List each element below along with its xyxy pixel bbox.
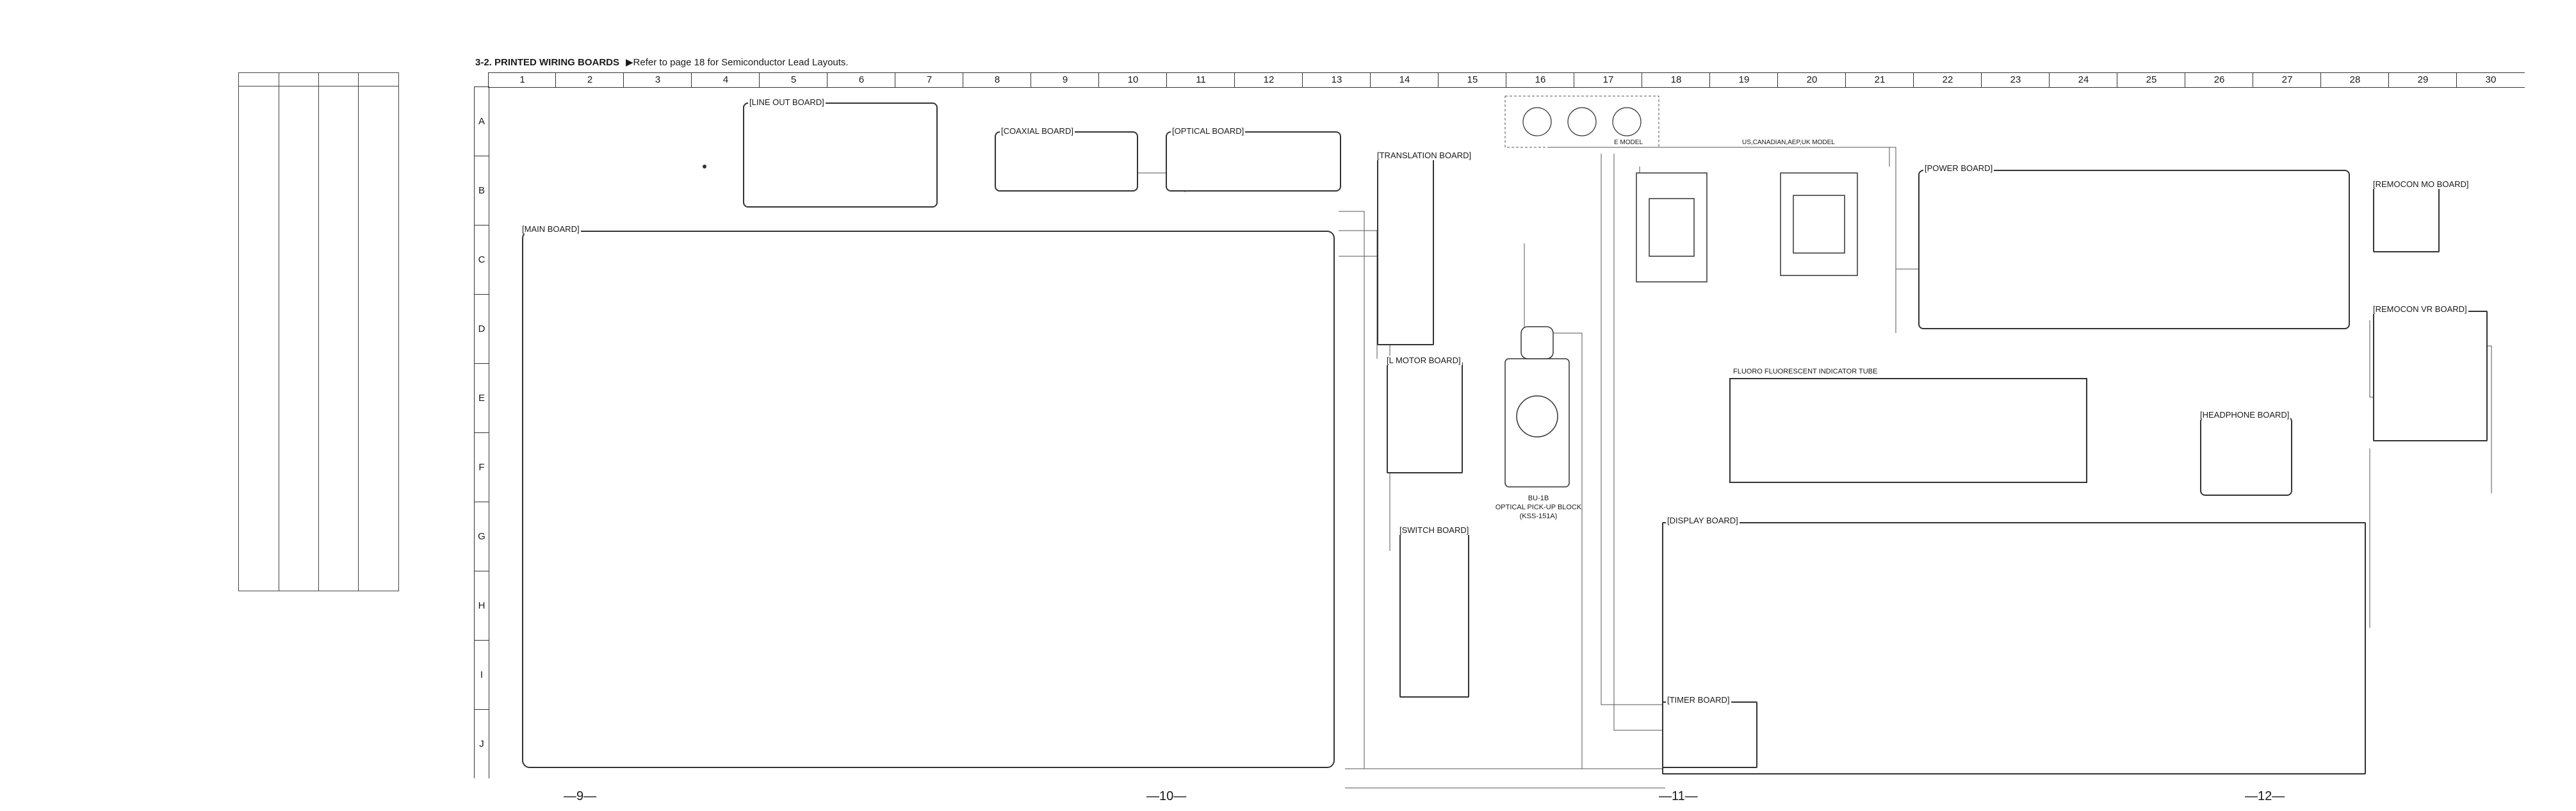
pickup-ref: BU-1B (1528, 495, 1549, 502)
grid-col: 5 (759, 73, 827, 87)
page-number: —9— (564, 789, 597, 803)
board-label: [TIMER BOARD] (1666, 695, 1731, 705)
grid-row-header: A B C D E F G H I J (474, 86, 489, 778)
grid-col: 11 (1166, 73, 1235, 87)
grid-col: 14 (1370, 73, 1439, 87)
timer-board: [TIMER BOARD] (1662, 695, 1757, 768)
board-label: [TRANSLATION BOARD] (1376, 151, 1473, 160)
grid-col: 21 (1845, 73, 1914, 87)
coaxial-board: [COAXIAL BOARD] (995, 126, 1138, 192)
pickup-label: OPTICAL PICK-UP BLOCK (1495, 504, 1582, 511)
power-board: [POWER BOARD] (1918, 163, 2350, 329)
board-label: [OPTICAL BOARD] (1171, 126, 1246, 136)
main-board: [MAIN BOARD] (521, 224, 1335, 768)
grid-col: 28 (2320, 73, 2389, 87)
section-title: 3-2. PRINTED WIRING BOARDS (475, 57, 620, 68)
board-label: [SWITCH BOARD] (1398, 525, 1471, 535)
grid-row: A (475, 86, 489, 156)
grid-col: 19 (1709, 73, 1778, 87)
tube-label: FLUORO FLUORESCENT INDICATOR TUBE (1733, 368, 1878, 375)
grid-row: D (475, 294, 489, 364)
translation-board: [TRANSLATION BOARD] (1376, 151, 1473, 345)
grid-col: 1 (488, 73, 556, 87)
line-out-board: [LINE OUT BOARD] (743, 97, 938, 208)
grid-row: G (475, 502, 489, 571)
grid-col: 16 (1506, 73, 1574, 87)
optical-board: [OPTICAL BOARD] (1166, 126, 1341, 192)
grid-col: 24 (2049, 73, 2117, 87)
page-number: —11— (1659, 789, 1698, 803)
section-note: ▶Refer to page 18 for Semiconductor Lead… (626, 57, 849, 68)
grid-col: 4 (691, 73, 760, 87)
display-board: [DISPLAY BOARD] (1662, 516, 2366, 774)
table-divider (318, 73, 319, 591)
l-motor-board: [L MOTOR BOARD] (1385, 356, 1463, 473)
board-label: [DISPLAY BOARD] (1666, 516, 1740, 525)
grid-col: 2 (555, 73, 624, 87)
grid-row: E (475, 363, 489, 433)
grid-col: 25 (2117, 73, 2185, 87)
legend-table (238, 72, 399, 591)
section-heading: 3-2. PRINTED WIRING BOARDS ▶Refer to page… (475, 56, 849, 68)
grid-col: 22 (1913, 73, 1982, 87)
grid-row: I (475, 640, 489, 710)
board-label: [COAXIAL BOARD] (1000, 126, 1075, 136)
remocon-vr-board: [REMOCON VR BOARD] (2372, 304, 2488, 441)
grid-col: 8 (963, 73, 1031, 87)
grid-col: 7 (895, 73, 963, 87)
board-label: [MAIN BOARD] (521, 224, 581, 234)
board-label: [REMOCON VR BOARD] (2372, 304, 2468, 314)
grid-col: 18 (1642, 73, 1710, 87)
board-label: [REMOCON MO BOARD] (2372, 179, 2470, 189)
remocon-mo-board: [REMOCON MO BOARD] (2372, 179, 2470, 252)
model-note: E MODEL (1614, 139, 1643, 146)
grid-row: B (475, 156, 489, 225)
page-number: —12— (2245, 789, 2285, 803)
fluorescent-indicator-tube: FLUORO FLUORESCENT INDICATOR TUBE (1729, 368, 2087, 483)
board-label: [LINE OUT BOARD] (748, 97, 826, 107)
switch-board: [SWITCH BOARD] (1398, 525, 1471, 698)
grid-col: 23 (1981, 73, 2050, 87)
grid-col: 6 (827, 73, 895, 87)
grid-col: 13 (1302, 73, 1371, 87)
grid-col: 12 (1234, 73, 1303, 87)
headphone-board: [HEADPHONE BOARD] (2199, 410, 2292, 496)
grid-col: 15 (1438, 73, 1506, 87)
grid-row: J (475, 709, 489, 779)
grid-col: 3 (623, 73, 692, 87)
grid-col: 29 (2388, 73, 2457, 87)
model-note: US,CANADIAN,AEP,UK MODEL (1742, 139, 1835, 146)
grid-row: C (475, 225, 489, 295)
grid-col: 20 (1777, 73, 1846, 87)
grid-col: 26 (2185, 73, 2253, 87)
table-divider (358, 73, 359, 591)
grid-column-header: 1 2 3 4 5 6 7 8 9 10 11 12 13 14 15 16 1… (488, 72, 2525, 88)
board-label: [HEADPHONE BOARD] (2199, 410, 2291, 420)
page-number: —10— (1146, 789, 1187, 803)
board-label: [L MOTOR BOARD] (1385, 356, 1462, 365)
grid-col: 30 (2456, 73, 2525, 87)
grid-row: F (475, 432, 489, 502)
grid-row: H (475, 571, 489, 641)
grid-col: 17 (1574, 73, 1642, 87)
pickup-code: (KSS-151A) (1519, 512, 1558, 520)
grid-col: 10 (1098, 73, 1167, 87)
grid-col: 9 (1031, 73, 1099, 87)
board-label: [POWER BOARD] (1923, 163, 1994, 173)
grid-col: 27 (2253, 73, 2321, 87)
